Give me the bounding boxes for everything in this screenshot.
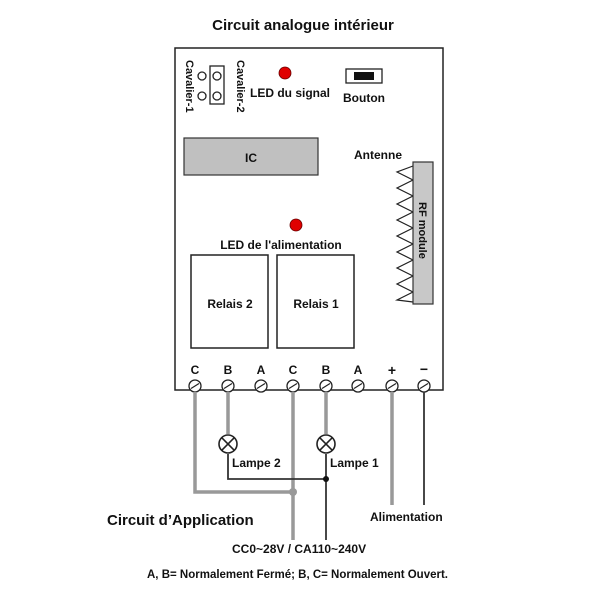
power-label: Alimentation (370, 510, 443, 524)
ic-label: IC (245, 151, 257, 165)
terminal-screw-4 (286, 379, 300, 393)
terminal-label-6: A (354, 363, 363, 377)
terminal-screw-7 (385, 379, 399, 393)
power-led (289, 218, 303, 232)
terminal-label-1: C (191, 363, 200, 377)
relay-2-label: Relais 2 (207, 297, 253, 311)
power-led-label: LED de l'alimentation (220, 238, 342, 252)
lamp-2-label: Lampe 2 (232, 456, 281, 470)
terminal-label-5: B (322, 363, 331, 377)
jumper-2-label: Cavalier-2 (234, 60, 246, 113)
terminal-screw-5 (319, 379, 333, 393)
terminal-label-7: + (388, 362, 396, 378)
terminal-label-4: C (289, 363, 298, 377)
junction-neutral (323, 476, 329, 482)
lamp-1-label: Lampe 1 (330, 456, 379, 470)
terminal-label-8: − (420, 361, 428, 377)
diagram-title: Circuit analogue intérieur (212, 17, 394, 34)
relay-1-label: Relais 1 (293, 297, 339, 311)
terminal-screw-6 (351, 379, 365, 393)
grey-wires (193, 392, 394, 540)
application-label: Circuit d’Application (107, 512, 254, 529)
footnote: A, B= Normalement Fermé; B, C= Normaleme… (147, 569, 448, 581)
relay-1 (276, 254, 355, 349)
relay-2 (190, 254, 269, 349)
lamp-2-icon (218, 434, 238, 454)
voltage-label: CC0~28V / CA110~240V (232, 542, 366, 556)
junction-c (289, 488, 297, 496)
button-label: Bouton (343, 91, 385, 105)
jumper-1 (197, 71, 207, 101)
rf-module-label: RF module (416, 202, 428, 259)
button (345, 68, 383, 84)
terminal-label-2: B (224, 363, 233, 377)
terminal-label-3: A (257, 363, 266, 377)
jumper-2 (209, 65, 225, 105)
jumper-1-label: Cavalier-1 (183, 60, 195, 113)
terminal-screw-2 (221, 379, 235, 393)
signal-led-label: LED du signal (250, 86, 330, 100)
ic-chip (183, 137, 319, 176)
signal-led (278, 66, 292, 80)
antenna-label: Antenne (354, 148, 402, 162)
antenna-coil (394, 165, 415, 303)
terminal-screw-1 (188, 379, 202, 393)
terminal-labels: C B A C B A + − (191, 361, 428, 378)
dark-wires (227, 392, 425, 540)
terminal-screw-3 (254, 379, 268, 393)
rf-module (412, 161, 434, 305)
lamp-1-icon (316, 434, 336, 454)
terminal-screw-8 (417, 379, 431, 393)
wire-lamp2-return (227, 454, 326, 480)
wire-c-relay2 (193, 392, 293, 494)
